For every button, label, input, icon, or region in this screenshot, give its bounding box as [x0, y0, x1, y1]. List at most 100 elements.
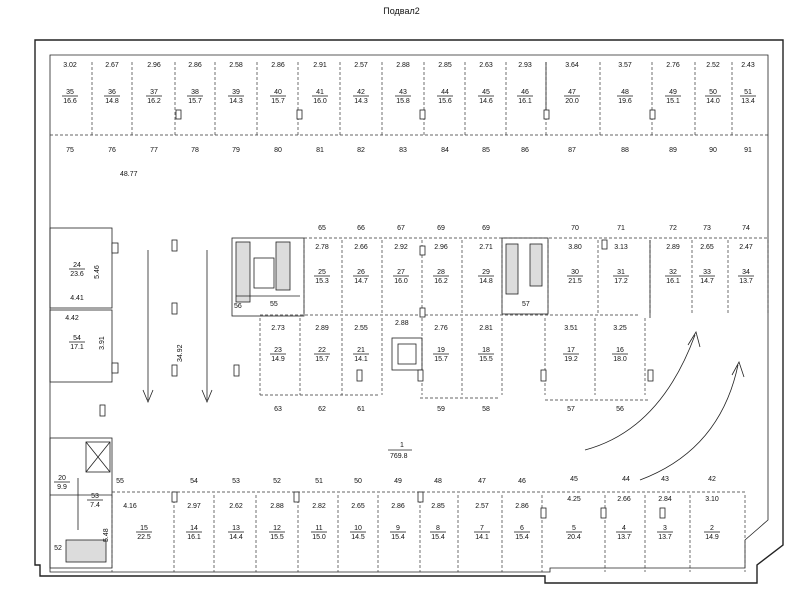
mid-space-31-area: 17.2	[614, 278, 628, 285]
top-space-44-number: 44	[441, 89, 449, 96]
bottom-space-width: 2.88	[270, 503, 284, 510]
mid-space-31-number: 31	[617, 269, 625, 276]
bottom-bay-number: 44	[622, 476, 630, 483]
bottom-space-5-number: 5	[572, 525, 576, 532]
bottom-space-3-number: 3	[663, 525, 667, 532]
top-space-47-number: 47	[568, 89, 576, 96]
column	[419, 109, 426, 120]
stair-flight	[275, 241, 291, 291]
mid-bay-number: 69	[482, 225, 490, 232]
mid-lower-bay-number: 57	[567, 406, 575, 413]
mid-bay-number: 67	[397, 225, 405, 232]
mid-lower-width: 2.73	[271, 325, 285, 332]
top-bay-number: 84	[441, 147, 449, 154]
top-space-51-area: 13.4	[741, 98, 755, 105]
page-title: Подвал2	[383, 6, 420, 16]
bottom-bay-number: 50	[354, 478, 362, 485]
bottom-space-13-number: 13	[232, 525, 240, 532]
column	[356, 369, 363, 382]
room-53-number: 53	[91, 493, 99, 500]
bottom-bay-number: 51	[315, 478, 323, 485]
top-space-35-area: 16.6	[63, 98, 77, 105]
top-bay-number: 81	[316, 147, 324, 154]
bottom-left-width-label: 5.48	[103, 528, 110, 542]
bottom-space-width: 2.57	[475, 503, 489, 510]
mid-space-width: 3.13	[614, 244, 628, 251]
mid-lower-space-22-area: 15.7	[315, 356, 329, 363]
outer-wall	[34, 39, 784, 584]
top-space-width: 3.64	[565, 62, 579, 69]
mid-lower-space-18-area: 15.5	[479, 356, 493, 363]
mid-space-33-number: 33	[703, 269, 711, 276]
stair-label-55: 55	[270, 301, 278, 308]
direction-arrow-down	[201, 250, 213, 404]
bottom-space-8-number: 8	[436, 525, 440, 532]
top-space-50-area: 14.0	[706, 98, 720, 105]
bottom-space-4-area: 13.7	[617, 534, 631, 541]
bottom-space-8-area: 15.4	[431, 534, 445, 541]
column	[540, 507, 547, 519]
mid-space-32-number: 32	[669, 269, 677, 276]
column	[111, 362, 119, 374]
stair-flight	[505, 243, 519, 295]
mid-lower-space-19-area: 15.7	[434, 356, 448, 363]
bottom-space-width: 3.10	[705, 496, 719, 503]
top-bay-number: 77	[150, 147, 158, 154]
mid-space-34-number: 34	[742, 269, 750, 276]
room-20-number: 20	[58, 475, 66, 482]
room-52-number: 52	[54, 545, 62, 552]
top-bay-number: 79	[232, 147, 240, 154]
bottom-space-width: 4.16	[123, 503, 137, 510]
bottom-space-14-number: 14	[190, 525, 198, 532]
top-space-43-number: 43	[399, 89, 407, 96]
bottom-space-10-area: 14.5	[351, 534, 365, 541]
direction-arrow-curve	[584, 330, 701, 451]
mid-lower-bay-number: 58	[482, 406, 490, 413]
mid-space-width: 2.47	[739, 244, 753, 251]
top-space-47-area: 20.0	[565, 98, 579, 105]
top-length-label: 48.77	[120, 171, 138, 178]
mid-lower-width: 2.76	[434, 325, 448, 332]
mid-bay-number: 70	[571, 225, 579, 232]
mid-space-25-number: 25	[318, 269, 326, 276]
stair-label-57: 57	[522, 301, 530, 308]
top-space-49-area: 15.1	[666, 98, 680, 105]
top-space-42-area: 14.3	[354, 98, 368, 105]
main-area-value: 769.8	[390, 453, 408, 460]
bottom-space-2-number: 2	[710, 525, 714, 532]
top-bay-number: 85	[482, 147, 490, 154]
top-bay-number: 83	[399, 147, 407, 154]
mid-lower-bay-number: 56	[616, 406, 624, 413]
column	[99, 404, 106, 417]
bottom-space-6-number: 6	[520, 525, 524, 532]
bottom-space-width: 2.66	[617, 496, 631, 503]
mid-lower-bay-number: 61	[357, 406, 365, 413]
bottom-bay-number: 48	[434, 478, 442, 485]
room-20-area: 9.9	[57, 484, 67, 491]
column	[296, 109, 303, 120]
mid-bay-number: 74	[742, 225, 750, 232]
bottom-space-13-area: 14.4	[229, 534, 243, 541]
labels-layer: 3.023516.62.673614.82.963716.22.863815.7…	[54, 62, 756, 552]
column	[175, 109, 182, 120]
bottom-bay-number: 45	[570, 476, 578, 483]
top-space-35-number: 35	[66, 89, 74, 96]
mid-space-29-area: 14.8	[479, 278, 493, 285]
top-bay-number: 75	[66, 147, 74, 154]
bottom-space-7-area: 14.1	[475, 534, 489, 541]
bottom-bay-number: 42	[708, 476, 716, 483]
top-bay-number: 86	[521, 147, 529, 154]
bottom-space-6-area: 15.4	[515, 534, 529, 541]
mid-bay-number: 65	[318, 225, 326, 232]
mid-space-width: 2.71	[479, 244, 493, 251]
bottom-bay-number: 52	[273, 478, 281, 485]
top-space-37-area: 16.2	[147, 98, 161, 105]
mid-lower-width: 2.89	[315, 325, 329, 332]
stair-label-56: 56	[234, 303, 242, 310]
stair-flight	[65, 539, 107, 563]
room-54-area: 17.1	[70, 344, 84, 351]
bottom-bay-number: 43	[661, 476, 669, 483]
mid-space-26-area: 14.7	[354, 278, 368, 285]
direction-arrow-down	[142, 250, 154, 404]
mid-lower-space-16-number: 16	[616, 347, 624, 354]
